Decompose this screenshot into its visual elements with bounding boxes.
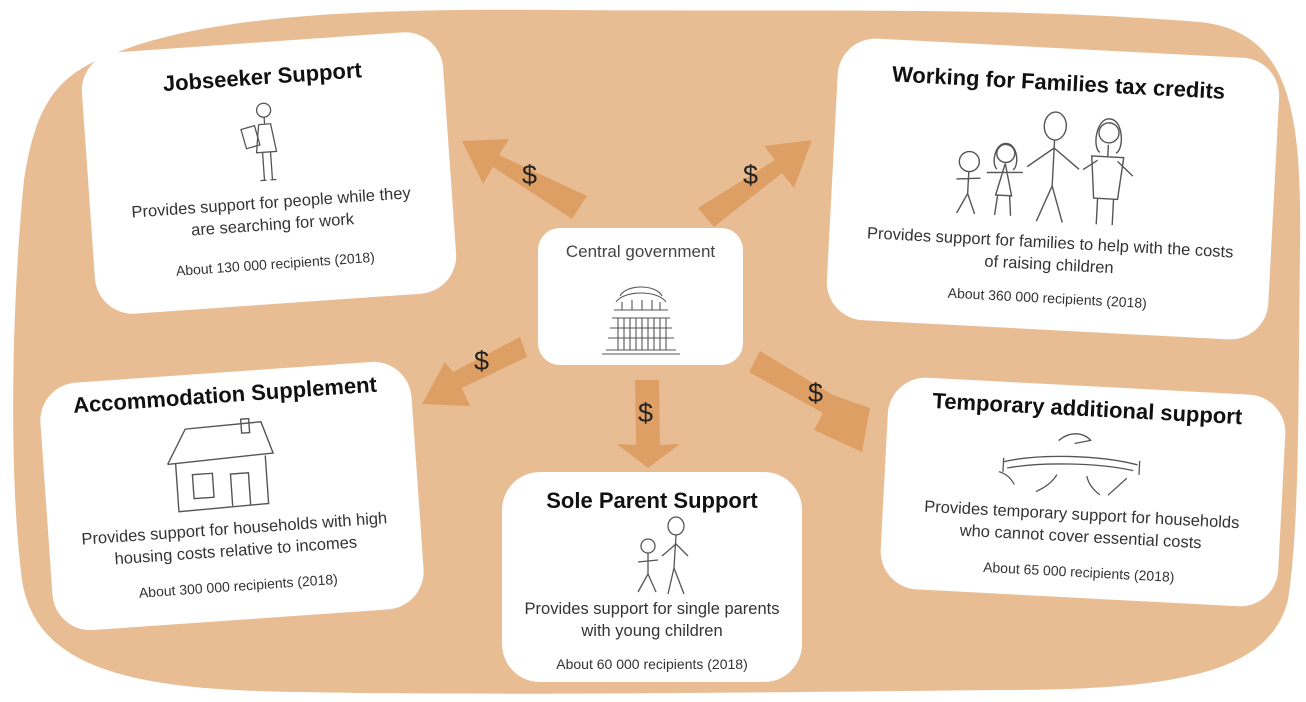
- dollar-label-families: $: [743, 160, 759, 190]
- person-with-clipboard-icon: [233, 99, 289, 190]
- card-accommodation: Accommodation Supplement Provides suppor…: [37, 359, 427, 633]
- house-icon: [163, 417, 279, 516]
- card-accommodation-recipients: About 300 000 recipients (2018): [138, 570, 339, 601]
- central-government-label: Central government: [565, 242, 716, 261]
- card-jobseeker-title: Jobseeker Support: [161, 57, 363, 97]
- arrow-to-accommodation: [422, 337, 527, 406]
- card-sole-parent-title: Sole Parent Support: [546, 488, 758, 513]
- card-families-description: Provides support for families to help wi…: [866, 224, 1234, 278]
- arrow-to-sole-parent: [617, 380, 680, 468]
- dollar-label-jobseeker: $: [522, 160, 538, 190]
- card-sole-parent: Sole Parent Support Provides support for…: [502, 472, 802, 682]
- card-jobseeker-description: Provides support for people while they a…: [130, 184, 412, 240]
- dollar-label-accommodation: $: [474, 346, 490, 376]
- dollar-label-temporary: $: [808, 378, 824, 408]
- card-families-title: Working for Families tax credits: [891, 61, 1226, 104]
- arrow-to-jobseeker: [462, 139, 587, 219]
- card-jobseeker: Jobseeker Support Provides support for p…: [79, 29, 459, 317]
- arrow-to-temporary: [749, 351, 870, 452]
- card-jobseeker-recipients: About 130 000 recipients (2018): [175, 248, 376, 279]
- parent-and-child-icon: [628, 516, 694, 596]
- card-temporary-description: Provides temporary support for household…: [923, 497, 1240, 553]
- family-icon: [944, 101, 1140, 229]
- card-sole-parent-recipients: About 60 000 recipients (2018): [556, 656, 748, 672]
- card-families: Working for Families tax credits Provide…: [824, 36, 1282, 342]
- dollar-label-sole-parent: $: [638, 398, 654, 428]
- card-families-recipients: About 360 000 recipients (2018): [947, 284, 1148, 312]
- central-government-box: Central government: [538, 228, 743, 365]
- arrow-to-families: [698, 140, 812, 227]
- card-temporary-title: Temporary additional support: [931, 388, 1243, 430]
- bridge-over-gap-icon: [996, 428, 1149, 500]
- card-accommodation-description: Provides support for households with hig…: [80, 509, 388, 569]
- card-sole-parent-description: Provides support for single parents with…: [524, 600, 780, 640]
- card-temporary: Temporary additional support Provides te…: [878, 375, 1288, 609]
- card-temporary-recipients: About 65 000 recipients (2018): [982, 558, 1175, 585]
- beehive-building-icon: [598, 278, 684, 356]
